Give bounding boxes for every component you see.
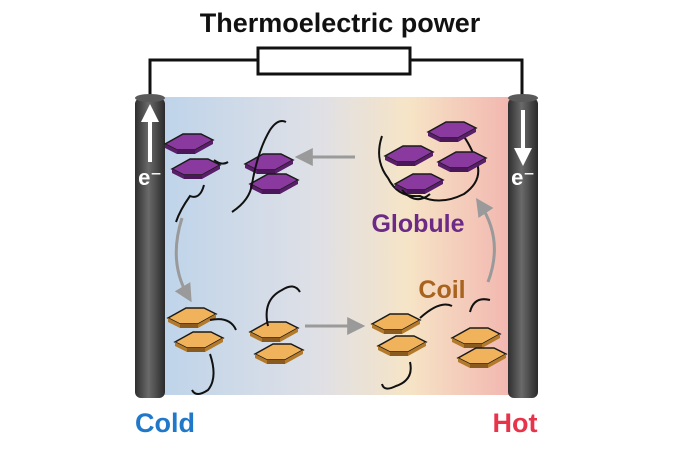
hot-electrode [508, 94, 538, 398]
cold-electrode [135, 94, 165, 398]
coil-label: Coil [418, 276, 465, 304]
polymer-globule-top-center [231, 120, 299, 213]
arrow-curve-right-up [476, 198, 496, 283]
electron-arrow-up-icon [141, 104, 159, 162]
electron-arrow-down-icon [514, 110, 532, 166]
polymer-coil-bottom-left [167, 307, 237, 395]
hot-label: Hot [493, 408, 538, 438]
circuit-wire [148, 58, 524, 100]
diagram-title: Thermoelectric power [200, 8, 481, 38]
cold-label: Cold [135, 408, 195, 438]
polymer-coil-hot [371, 298, 507, 390]
polymer-coil-bottom-center [249, 285, 304, 365]
polymer-globule-top-left [164, 133, 229, 223]
globule-label: Globule [371, 210, 464, 238]
electron-label-left: e⁻ [138, 165, 162, 190]
arrow-curve-left-down [174, 217, 192, 303]
resistor [256, 46, 412, 76]
electron-label-right: e⁻ [511, 165, 535, 190]
polymer-globule-hot [378, 121, 487, 202]
